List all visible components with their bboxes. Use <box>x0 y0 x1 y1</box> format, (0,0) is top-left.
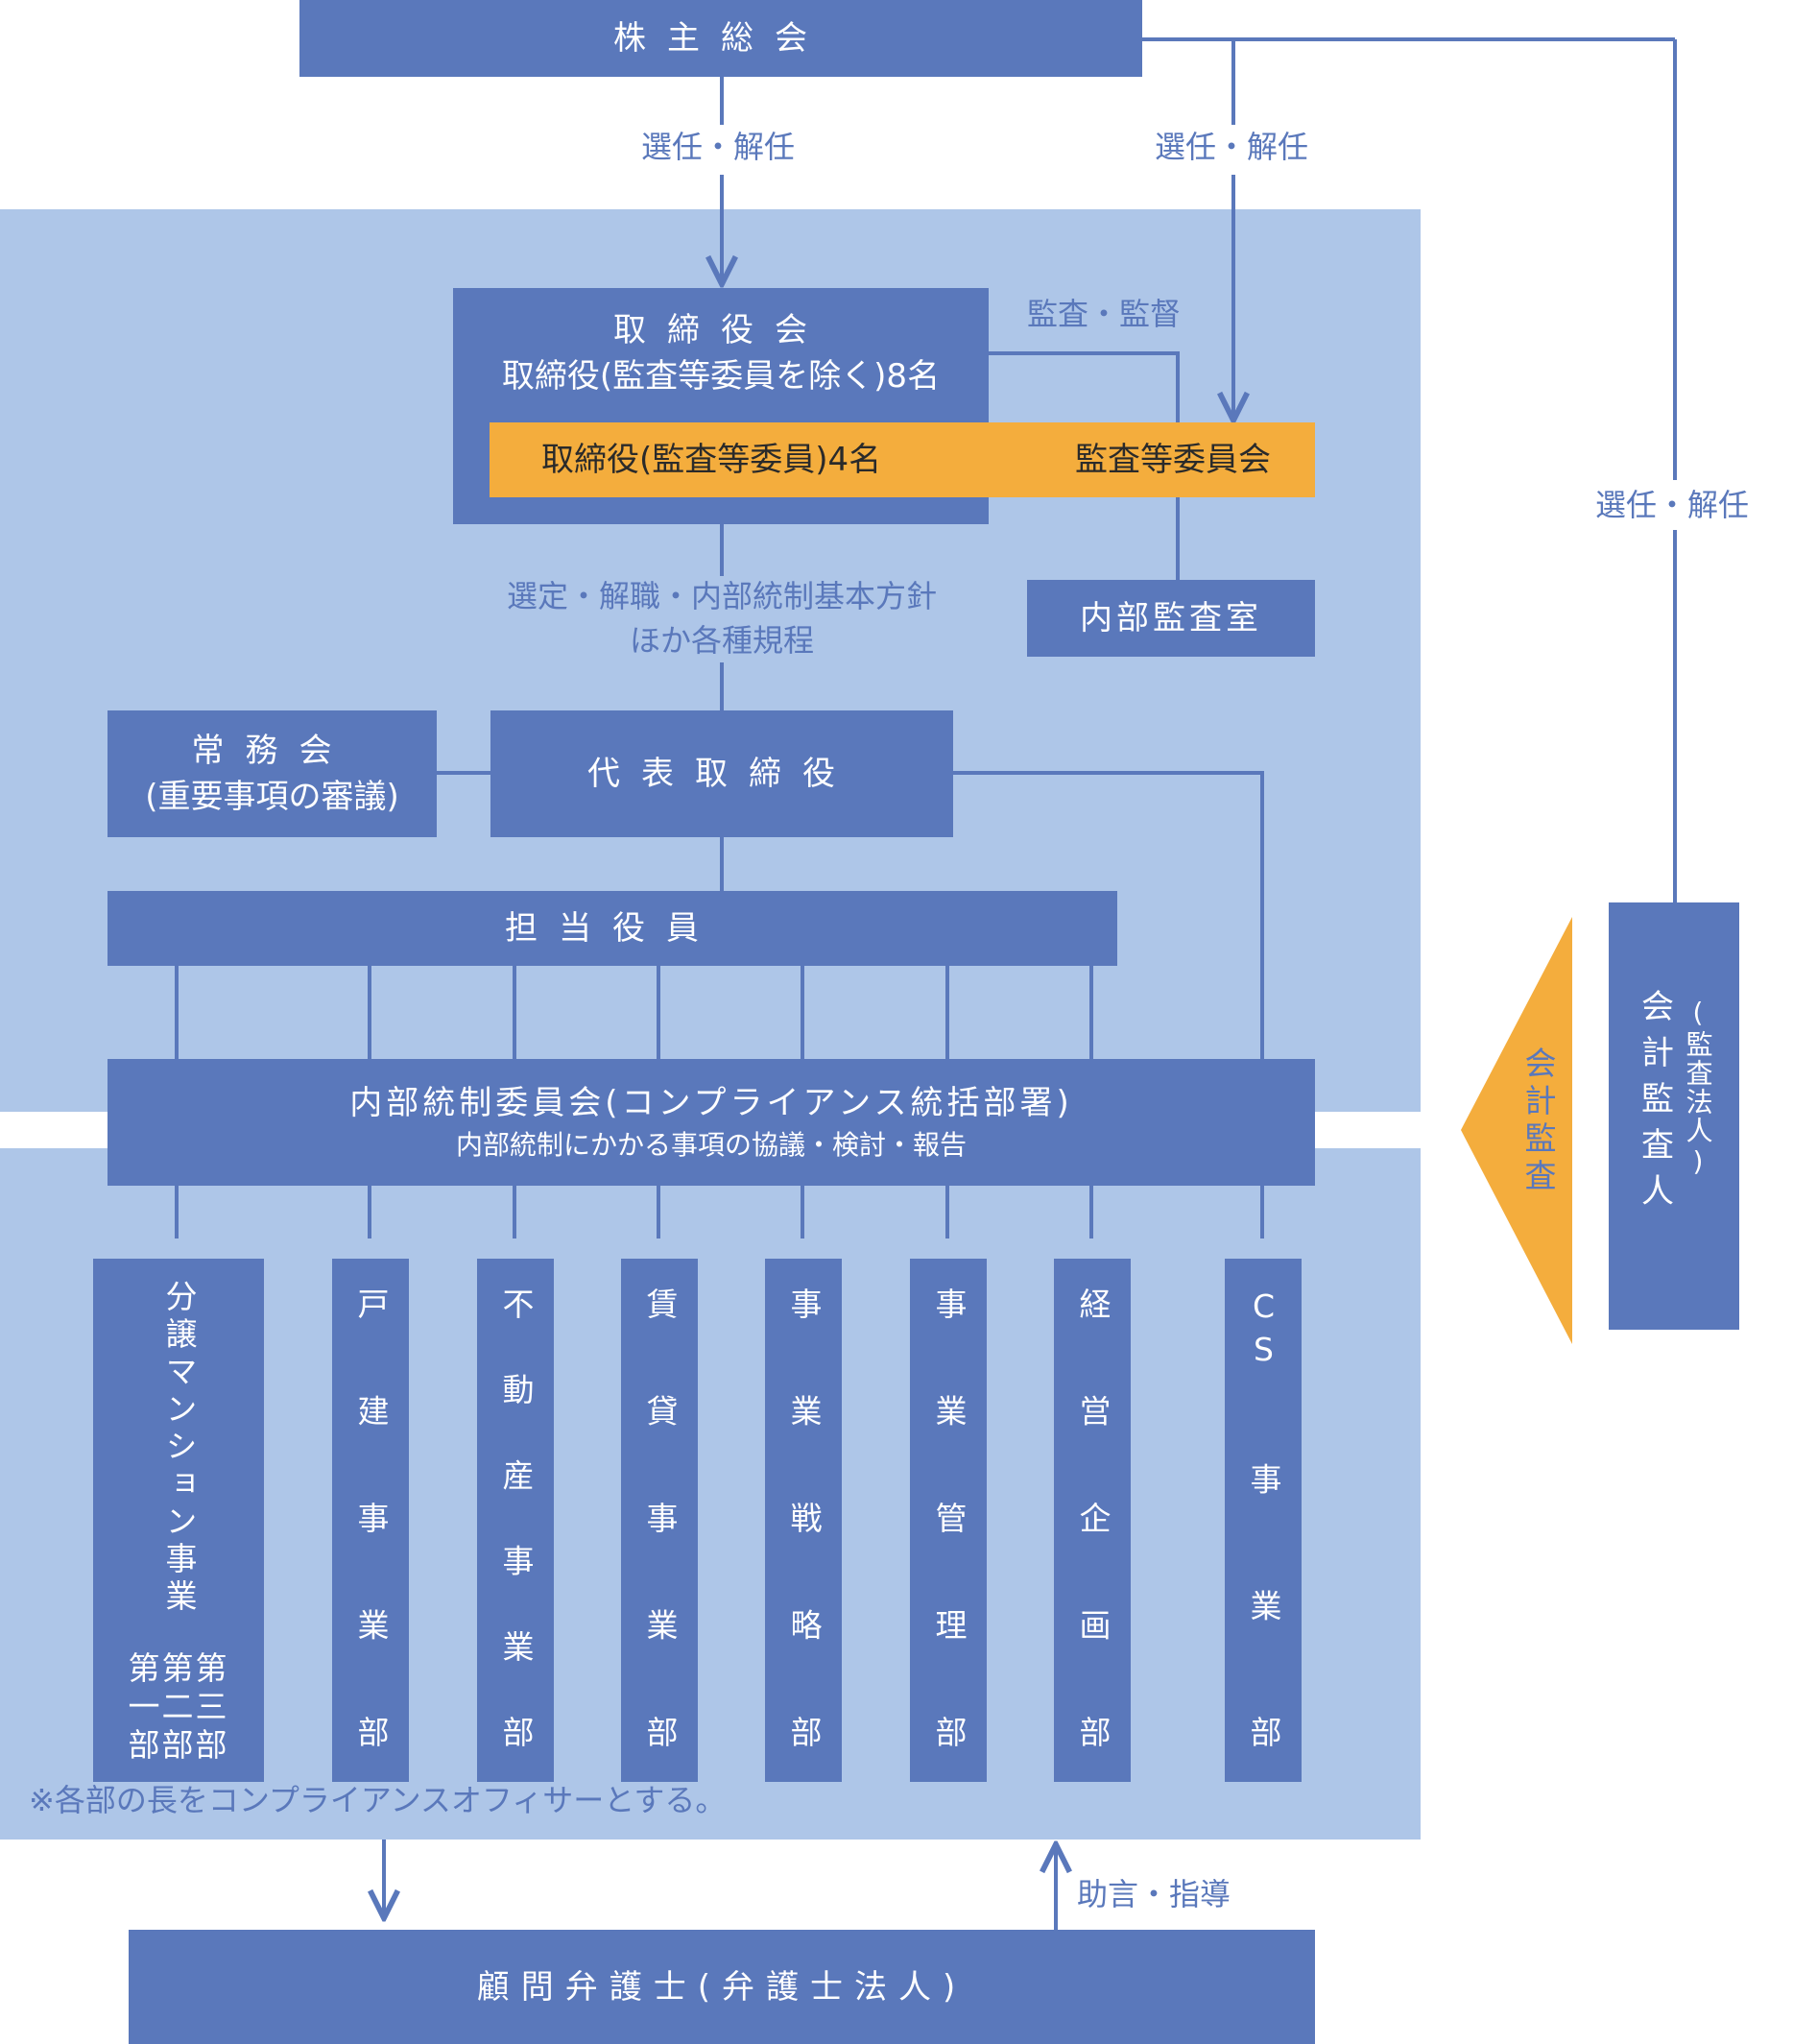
internal-control-title: 内部統制委員会(コンプライアンス統括部署) <box>349 1084 1073 1122</box>
dept-condominium: 分譲マンション事業 第第第 一二三 部部部 <box>93 1259 264 1782</box>
dept-business-strategy: 事業戦略部 <box>765 1259 842 1782</box>
accounting-auditor-label: 会計監査人 <box>1635 989 1674 1219</box>
officers-in-charge: 担当役員 <box>108 891 1117 966</box>
dept-condominium-sub-row1: 第第第 <box>128 1649 229 1687</box>
dept-leasing: 賃貸事業部 <box>621 1259 698 1782</box>
internal-control-subtitle: 内部統制にかかる事項の協議・検討・報告 <box>455 1129 967 1161</box>
label-policy-line1: 選定・解職・内部統制基本方針 <box>506 578 937 614</box>
audit-members: 取締役(監査等委員)4名 <box>541 441 882 479</box>
dept-condominium-sub-row3: 部部部 <box>128 1726 229 1764</box>
dept-detached-house-label: 戸建事業部 <box>352 1287 390 1753</box>
audit-committee-strip: 取締役(監査等委員)4名 監査等委員会 <box>490 422 1315 497</box>
audit-committee: 監査等委員会 <box>1075 441 1271 479</box>
dept-condominium-sub-row2: 一二三 <box>128 1688 229 1725</box>
label-policy-line2: ほか各種規程 <box>629 622 814 659</box>
line-board-audit <box>989 351 1180 422</box>
executive-committee: 常務会 (重要事項の審議) <box>108 710 437 837</box>
internal-control-committee: 内部統制委員会(コンプライアンス統括部署) 内部統制にかかる事項の協議・検討・報… <box>108 1059 1315 1186</box>
accounting-audit-arrow <box>1461 917 1572 1344</box>
label-policy: 選定・解職・内部統制基本方針 ほか各種規程 <box>494 574 949 662</box>
dept-real-estate-label: 不動産事業部 <box>497 1287 535 1753</box>
board-title: 取締役会 <box>613 311 828 349</box>
label-elect-dismiss-auditor: 選任・解任 <box>1595 487 1750 523</box>
dept-business-strategy-label: 事業戦略部 <box>785 1287 823 1753</box>
dept-leasing-label: 賃貸事業部 <box>641 1287 679 1753</box>
dept-cs: CS事業部 <box>1225 1259 1302 1782</box>
dept-corporate-planning: 経営企画部 <box>1054 1259 1131 1782</box>
shareholders-meeting: 株主総会 <box>299 0 1142 77</box>
line-representative-control <box>953 771 1264 1059</box>
dept-condominium-sub: 第第第 一二三 部部部 <box>129 1649 229 1765</box>
label-advice: 助言・指導 <box>1077 1876 1231 1912</box>
dept-condominium-label: 分譲マンション事業 <box>160 1280 198 1617</box>
board-subtitle: 取締役(監査等委員を除く)8名 <box>501 357 941 396</box>
accounting-auditor: 会計監査人 (監査法人) <box>1609 902 1739 1330</box>
representative-director: 代表取締役 <box>490 710 953 837</box>
advisory-lawyer: 顧問弁護士(弁護士法人) <box>129 1930 1315 2044</box>
dept-business-management: 事業管理部 <box>910 1259 987 1782</box>
dept-detached-house: 戸建事業部 <box>332 1259 409 1782</box>
executive-committee-title: 常務会 <box>191 732 353 770</box>
dept-real-estate: 不動産事業部 <box>477 1259 554 1782</box>
label-elect-dismiss-board: 選任・解任 <box>641 129 796 165</box>
dept-cs-label: CS事業部 <box>1245 1287 1282 1753</box>
accounting-auditor-sub: (監査法人) <box>1682 997 1714 1179</box>
label-audit-supervision: 監査・監督 <box>1027 296 1182 332</box>
accounting-audit-label: 会計監査 <box>1519 1046 1557 1196</box>
executive-committee-subtitle: (重要事項の審議) <box>145 778 399 816</box>
internal-audit-office: 内部監査室 <box>1027 580 1315 657</box>
dept-condominium-inner: 分譲マンション事業 第第第 一二三 部部部 <box>129 1280 229 1765</box>
dept-corporate-planning-label: 経営企画部 <box>1074 1287 1112 1753</box>
dept-business-management-label: 事業管理部 <box>930 1287 968 1753</box>
label-elect-dismiss-audit: 選任・解任 <box>1155 129 1309 165</box>
note: ※各部の長をコンプライアンスオフィサーとする。 <box>29 1782 727 1818</box>
